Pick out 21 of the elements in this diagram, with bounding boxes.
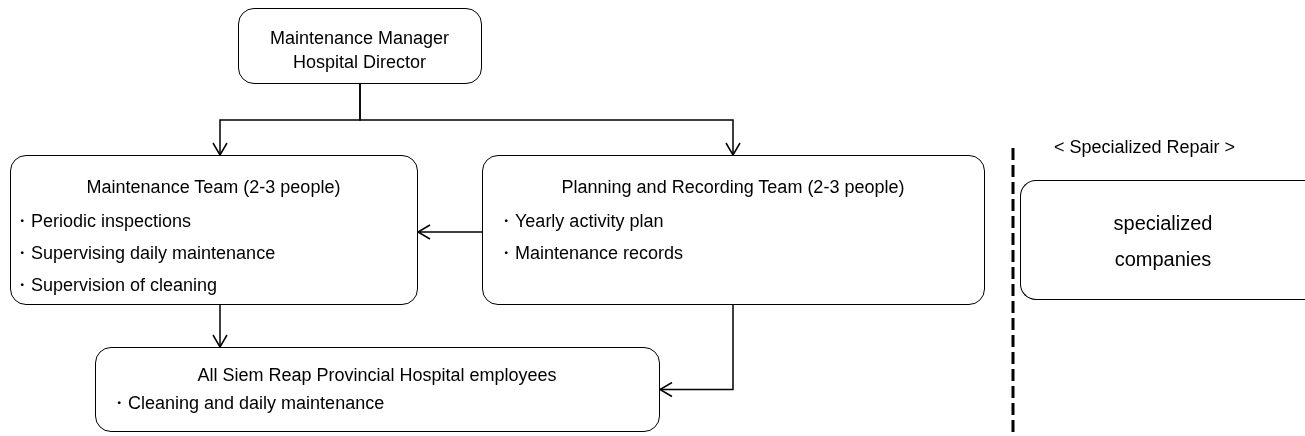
bullet-item: ・Periodic inspections — [13, 210, 192, 232]
arrow — [212, 304, 228, 348]
bullet-item: ・Supervising daily maintenance — [13, 242, 276, 264]
role-box — [238, 8, 482, 84]
bullet-item: ・Cleaning and daily maintenance — [110, 392, 385, 414]
arrow — [359, 83, 741, 156]
arrow — [417, 224, 483, 240]
team-box — [10, 155, 418, 305]
heading: Planning and Recording Team (2-3 people) — [560, 176, 906, 198]
team-box — [482, 155, 985, 305]
arrow — [659, 304, 734, 398]
label: specialized companies — [1112, 211, 1214, 272]
label: Maintenance Manager — [268, 27, 451, 49]
label: Hospital Director — [291, 51, 427, 73]
bullet-item: ・Supervision of cleaning — [13, 274, 218, 296]
bullet-item: ・Maintenance records — [497, 242, 684, 264]
heading: Maintenance Team (2-3 people) — [85, 176, 342, 198]
heading: < Specialized Repair > — [1052, 136, 1237, 158]
heading: All Siem Reap Provincial Hospital employees — [196, 364, 558, 386]
staff-box — [95, 347, 660, 432]
bullet-item: ・Yearly activity plan — [497, 210, 664, 232]
